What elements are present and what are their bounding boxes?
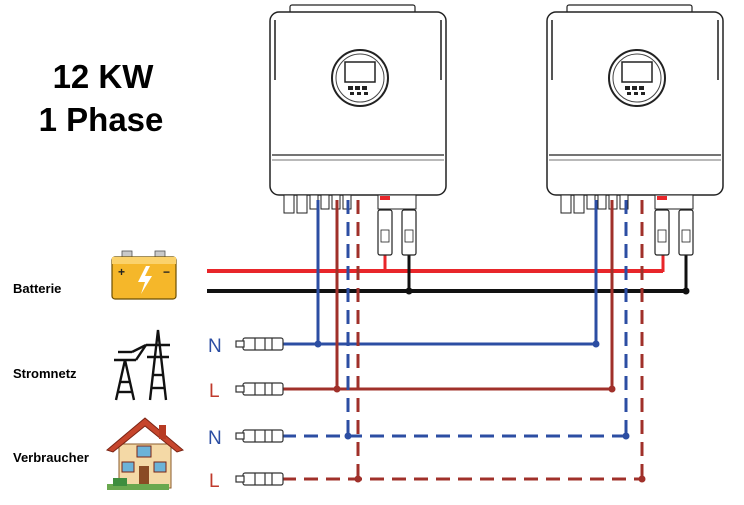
svg-text:−: − xyxy=(163,265,170,279)
grid-neutral-label: N xyxy=(208,336,222,357)
load-label: Verbraucher xyxy=(13,450,89,465)
breaker-icon xyxy=(654,194,694,256)
battery-icon: + − xyxy=(111,250,177,300)
inverter-icon xyxy=(269,4,447,214)
svg-text:+: + xyxy=(118,265,125,279)
title-line-1: 12 KW xyxy=(53,58,155,95)
breaker-icon xyxy=(377,194,417,256)
power-pylon-icon xyxy=(114,329,170,401)
grid-live-label: L xyxy=(209,381,220,402)
house-icon xyxy=(105,417,185,490)
load-neutral-label: N xyxy=(208,428,222,449)
load-live-label: L xyxy=(209,471,220,492)
title-line-2: 1 Phase xyxy=(39,101,164,138)
connector-icon xyxy=(235,429,284,443)
connector-icon xyxy=(235,382,284,396)
connector-icon xyxy=(235,337,284,351)
battery-label: Batterie xyxy=(13,281,61,296)
inverter-icon xyxy=(546,4,724,214)
grid-label: Stromnetz xyxy=(13,366,77,381)
connector-icon xyxy=(235,472,284,486)
